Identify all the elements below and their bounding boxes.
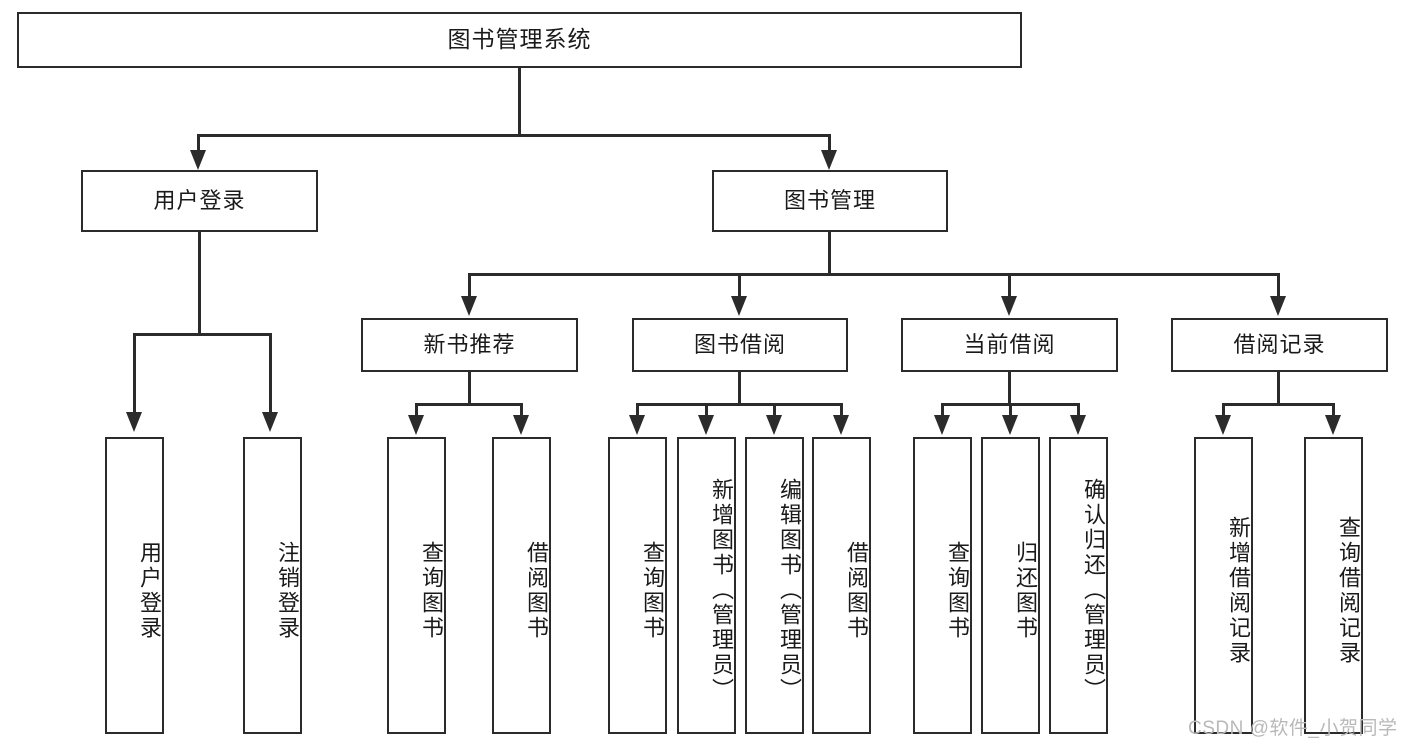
leaf-cb-confirm-return: 确认归还（管理员） — [1049, 437, 1108, 734]
leaf-bw-add-book: 新增图书（管理员） — [677, 437, 736, 734]
arrowhead-cb-query-book — [934, 415, 950, 435]
connector-borrow-leaf1 — [636, 403, 639, 419]
leaf-user-login: 用户登录 — [105, 437, 164, 734]
leaf-logout: 注销登录 — [243, 437, 302, 734]
connector-root-to-book-mgmt — [828, 134, 831, 156]
node-book-borrow[interactable]: 图书借阅 — [632, 318, 848, 372]
connector-newbook-bus — [415, 403, 523, 406]
arrowhead-nb-borrow-book — [513, 415, 529, 435]
arrowhead-leaf-user-login — [126, 412, 142, 432]
arrowhead-cb-return-book — [1002, 415, 1018, 435]
connector-bm-to-borrow — [738, 273, 741, 299]
connector-borrow-stem — [738, 372, 741, 406]
arrowhead-record — [1270, 296, 1286, 316]
connector-user-login-leaf2 — [269, 333, 272, 417]
node-current-borrow[interactable]: 当前借阅 — [901, 318, 1118, 372]
connector-record-stem — [1277, 372, 1280, 406]
arrowhead-borrow — [731, 296, 747, 316]
leaf-rc-query-record-label: 查询借阅记录 — [1336, 515, 1361, 666]
node-new-book-recommend[interactable]: 新书推荐 — [361, 318, 578, 372]
leaf-cb-return-book-label: 归还图书 — [1013, 540, 1038, 641]
leaf-cb-query-book-label: 查询图书 — [945, 540, 970, 641]
node-user-login[interactable]: 用户登录 — [81, 170, 318, 232]
connector-user-login-stem — [198, 232, 201, 336]
arrowhead-current — [1001, 296, 1017, 316]
connector-bm-to-record — [1277, 273, 1280, 299]
leaf-rc-add-record: 新增借阅记录 — [1194, 437, 1253, 734]
connector-borrow-bus — [636, 403, 843, 406]
connector-newbook-stem — [468, 372, 471, 406]
connector-record-leaf2 — [1332, 403, 1335, 419]
leaf-nb-borrow-book-label: 借阅图书 — [524, 540, 549, 641]
leaf-nb-query-book: 查询图书 — [387, 437, 446, 734]
connector-current-stem — [1008, 372, 1011, 406]
leaf-bw-edit-book: 编辑图书（管理员） — [745, 437, 804, 734]
arrowhead-bw-edit-book — [766, 415, 782, 435]
arrowhead-book-mgmt — [821, 150, 837, 170]
leaf-rc-add-record-label: 新增借阅记录 — [1226, 515, 1251, 666]
leaf-logout-label: 注销登录 — [275, 540, 300, 641]
connector-borrow-leaf3 — [773, 403, 776, 419]
connector-user-login-bus — [133, 333, 270, 336]
arrowhead-cb-confirm-return — [1070, 415, 1086, 435]
leaf-bw-query-book-label: 查询图书 — [640, 540, 665, 641]
arrowhead-rc-query-record — [1325, 415, 1341, 435]
leaf-bw-query-book: 查询图书 — [608, 437, 667, 734]
connector-book-mgmt-bus — [468, 273, 1280, 276]
leaf-bw-borrow-book: 借阅图书 — [812, 437, 871, 734]
arrowhead-rc-add-record — [1215, 415, 1231, 435]
arrowhead-user-login — [190, 150, 206, 170]
arrowhead-nb-query-book — [408, 415, 424, 435]
connector-newbook-leaf2 — [520, 403, 523, 419]
node-borrow-record[interactable]: 借阅记录 — [1171, 318, 1388, 372]
leaf-bw-edit-book-label: 编辑图书（管理员） — [777, 478, 802, 703]
arrowhead-bw-query-book — [629, 415, 645, 435]
leaf-cb-confirm-return-label: 确认归还（管理员） — [1081, 478, 1106, 703]
arrowhead-newbook — [461, 296, 477, 316]
connector-user-login-leaf1 — [133, 333, 136, 417]
connector-current-leaf3 — [1077, 403, 1080, 419]
arrowhead-bw-borrow-book — [833, 415, 849, 435]
connector-current-leaf2 — [1009, 403, 1012, 419]
leaf-cb-return-book: 归还图书 — [981, 437, 1040, 734]
leaf-rc-query-record: 查询借阅记录 — [1304, 437, 1363, 734]
leaf-bw-borrow-book-label: 借阅图书 — [844, 540, 869, 641]
connector-root-bus — [197, 134, 831, 137]
connector-current-leaf1 — [941, 403, 944, 419]
connector-root-to-user-login — [197, 134, 200, 156]
arrowhead-leaf-logout — [262, 412, 278, 432]
leaf-nb-query-book-label: 查询图书 — [419, 540, 444, 641]
connector-record-bus — [1222, 403, 1335, 406]
node-book-management[interactable]: 图书管理 — [712, 170, 948, 232]
connector-borrow-leaf2 — [705, 403, 708, 419]
leaf-bw-add-book-label: 新增图书（管理员） — [709, 478, 734, 703]
connector-borrow-leaf4 — [840, 403, 843, 419]
arrowhead-bw-add-book — [698, 415, 714, 435]
connector-book-mgmt-stem — [828, 232, 831, 276]
connector-root-stem — [518, 68, 521, 136]
leaf-cb-query-book: 查询图书 — [913, 437, 972, 734]
connector-bm-to-current — [1008, 273, 1011, 299]
leaf-user-login-label: 用户登录 — [137, 540, 162, 641]
connector-newbook-leaf1 — [415, 403, 418, 419]
leaf-nb-borrow-book: 借阅图书 — [492, 437, 551, 734]
node-root-system[interactable]: 图书管理系统 — [17, 12, 1022, 68]
connector-record-leaf1 — [1222, 403, 1225, 419]
connector-bm-to-newbook — [468, 273, 471, 299]
